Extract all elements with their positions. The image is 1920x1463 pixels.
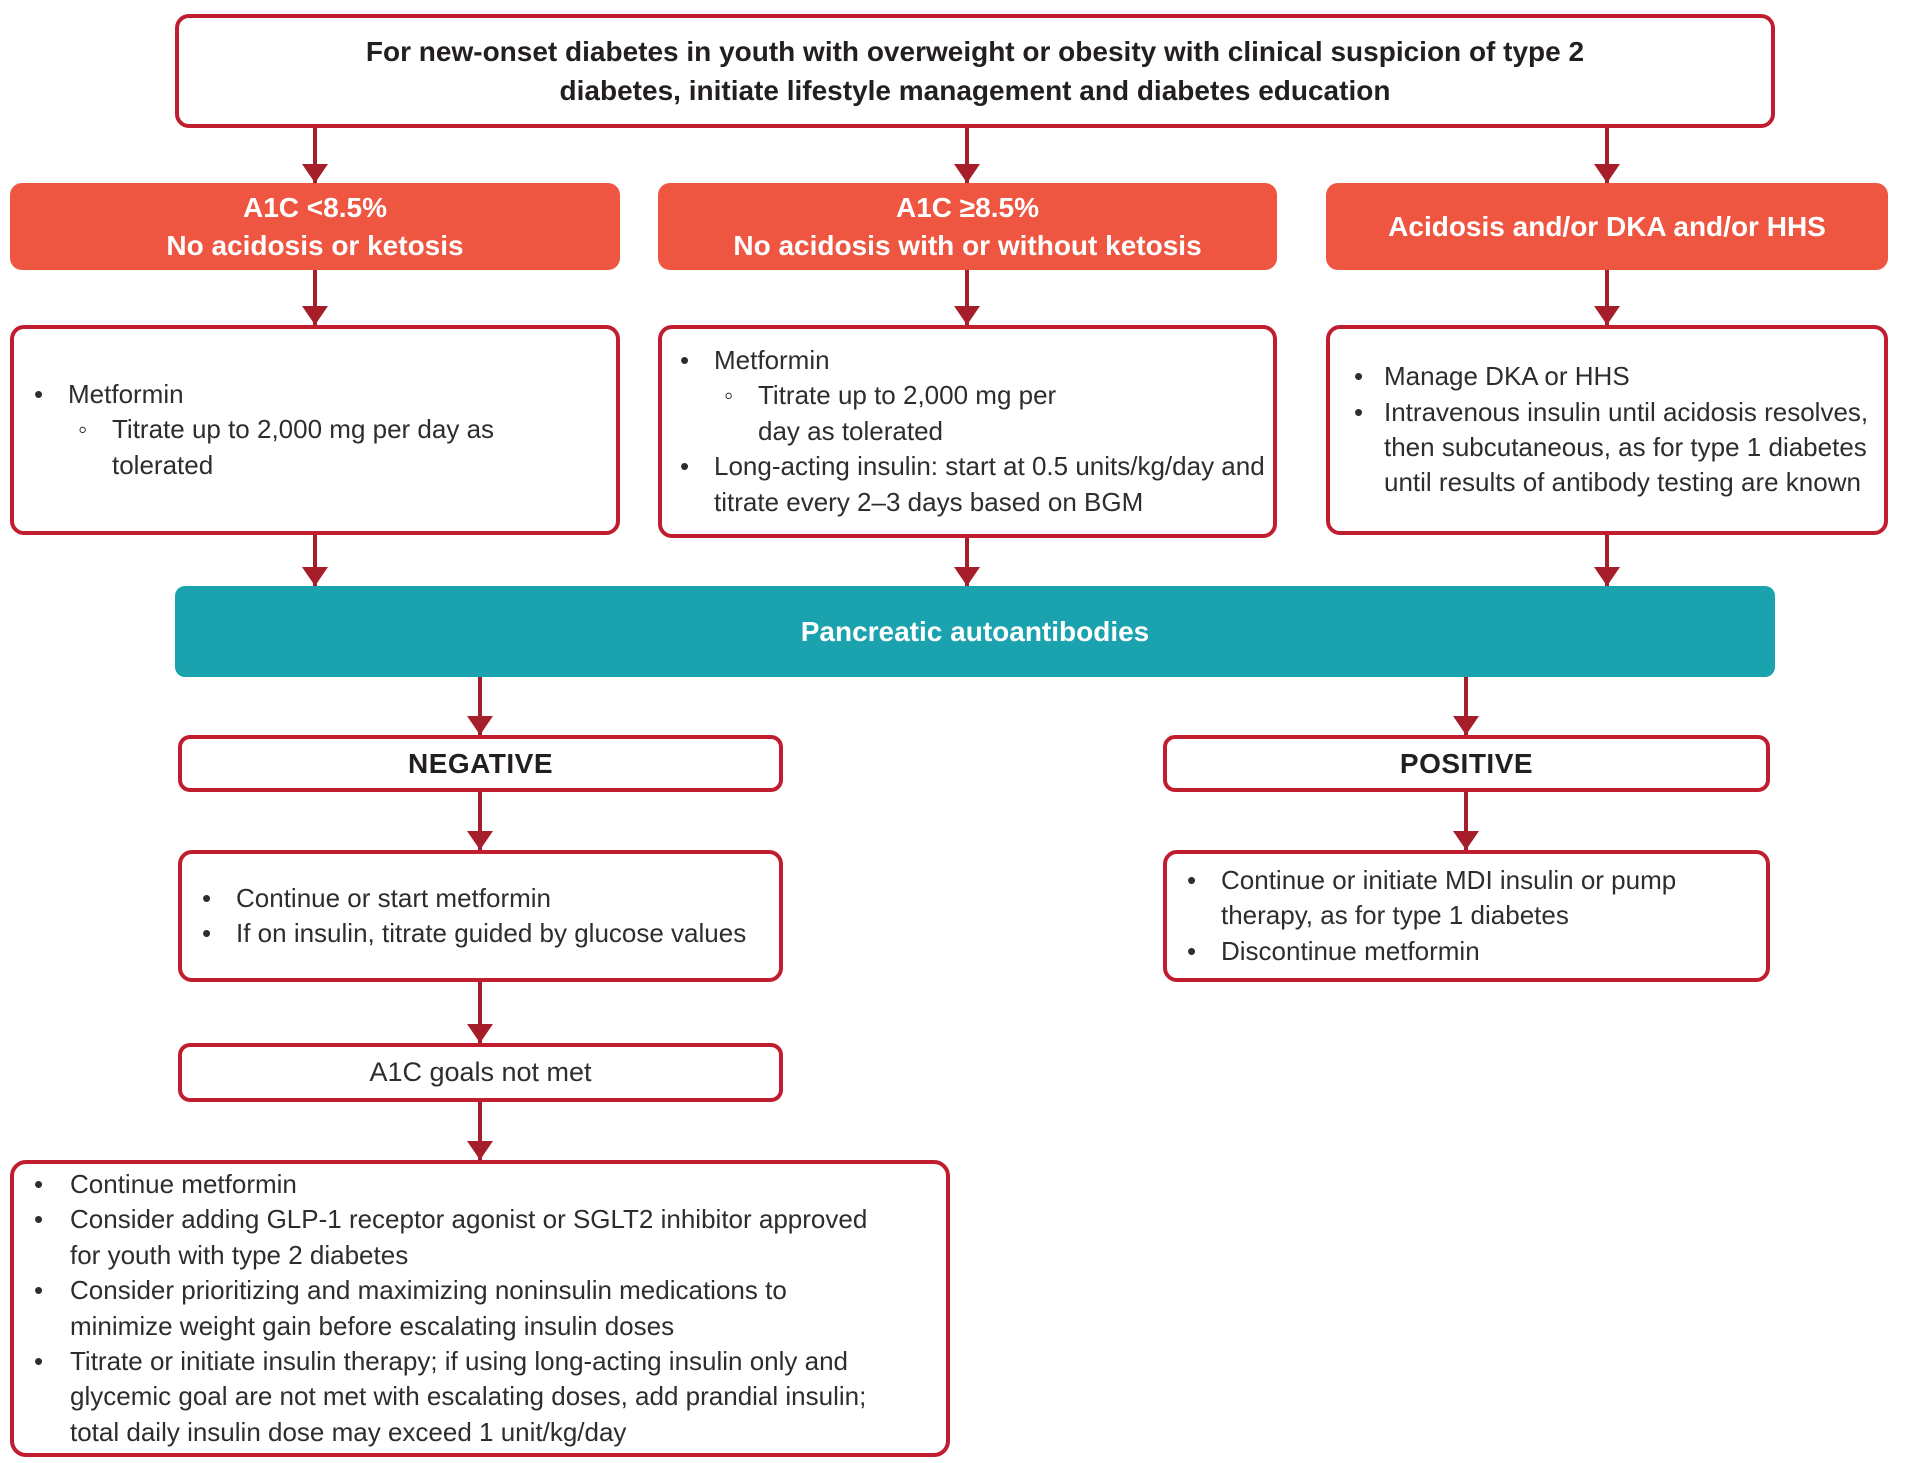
list-subitem-text: Titrate up to 2,000 mg per day as tolera… — [112, 414, 495, 480]
branch-header-line2: No acidosis with or without ketosis — [733, 229, 1202, 261]
bullet-icon: • — [34, 378, 44, 409]
arrow-down-icon — [1605, 535, 1609, 586]
list-subitem-text: Titrate up to 2,000 mg per day as tolera… — [758, 380, 1057, 446]
list-item: • Long-acting insulin: start at 0.5 unit… — [680, 449, 1265, 520]
sub-bullet-icon: ◦ — [78, 414, 88, 445]
branch-header-acidosis: Acidosis and/or DKA and/or HHS — [1326, 183, 1888, 270]
branch-header-line1: A1C ≥8.5% — [896, 191, 1039, 223]
list-item-text: Long-acting insulin: start at 0.5 units/… — [714, 451, 1265, 517]
list-item-text: Metformin — [68, 378, 184, 409]
arrow-down-icon — [965, 128, 969, 183]
sub-bullet-icon: ◦ — [724, 380, 734, 411]
list-item: • Continue metformin — [34, 1167, 896, 1202]
escalation-box: • Continue metformin • Consider adding G… — [10, 1160, 950, 1457]
branch-header-a1c-high: A1C ≥8.5% No acidosis with or without ke… — [658, 183, 1277, 270]
list-subitem: ◦ Titrate up to 2,000 mg per day as tole… — [724, 378, 1265, 449]
branch-header-line1: Acidosis and/or DKA and/or HHS — [1388, 210, 1826, 242]
arrow-down-icon — [1605, 270, 1609, 325]
arrow-down-icon — [478, 1102, 482, 1160]
list-item: • Intravenous insulin until acidosis res… — [1354, 395, 1880, 501]
bullet-icon: • — [34, 1345, 44, 1376]
bullet-icon: • — [202, 882, 212, 913]
arrow-down-icon — [1464, 677, 1468, 735]
arrow-down-icon — [313, 270, 317, 325]
treatment-box-a1c-low: • Metformin ◦ Titrate up to 2,000 mg per… — [10, 325, 620, 535]
list-item-text: Manage DKA or HHS — [1384, 361, 1630, 392]
arrow-down-icon — [478, 792, 482, 850]
start-node: For new-onset diabetes in youth with ove… — [175, 14, 1775, 128]
arrow-down-icon — [965, 270, 969, 325]
bullet-icon: • — [202, 918, 212, 948]
arrow-down-icon — [313, 128, 317, 183]
arrow-down-icon — [965, 538, 969, 586]
list-item-text: Metformin — [714, 345, 830, 376]
list-item: • Consider prioritizing and maximizing n… — [34, 1273, 896, 1344]
bullet-icon: • — [34, 1204, 44, 1235]
bullet-icon: • — [34, 1169, 44, 1200]
branch-header-a1c-low: A1C <8.5% No acidosis or ketosis — [10, 183, 620, 270]
result-positive-box: POSITIVE — [1163, 735, 1770, 792]
list-item: • Continue or start metformin — [202, 881, 765, 916]
list-item: • Titrate or initiate insulin therapy; i… — [34, 1344, 896, 1450]
branch-header-line1: A1C <8.5% — [243, 191, 387, 223]
arrow-down-icon — [1464, 792, 1468, 850]
bullet-icon: • — [1354, 396, 1364, 427]
a1c-goals-not-met-text: A1C goals not met — [369, 1057, 592, 1087]
result-negative-box: NEGATIVE — [178, 735, 783, 792]
antibody-test-bar: Pancreatic autoantibodies — [175, 586, 1775, 677]
bullet-icon: • — [1187, 864, 1197, 895]
list-item-text: Consider adding GLP-1 receptor agonist o… — [70, 1204, 868, 1270]
arrow-down-icon — [313, 535, 317, 586]
bullet-icon: • — [1187, 935, 1197, 966]
result-positive-label: POSITIVE — [1399, 747, 1534, 779]
list-item-text: Discontinue metformin — [1221, 935, 1480, 966]
list-item: • Metformin — [680, 343, 1265, 378]
list-item-text: Consider prioritizing and maximizing non… — [70, 1275, 787, 1341]
result-negative-label: NEGATIVE — [407, 747, 554, 779]
treatment-box-acidosis: • Manage DKA or HHS • Intravenous insuli… — [1326, 325, 1888, 535]
start-node-text: For new-onset diabetes in youth with ove… — [365, 35, 1585, 106]
bullet-icon: • — [680, 451, 690, 482]
list-item-text: Continue metformin — [70, 1169, 297, 1200]
list-item: • Metformin — [34, 377, 602, 412]
bullet-icon: • — [680, 345, 690, 376]
bullet-icon: • — [34, 1275, 44, 1306]
antibody-test-label: Pancreatic autoantibodies — [800, 615, 1150, 647]
list-item-text: Intravenous insulin until acidosis resol… — [1384, 396, 1869, 498]
branch-header-line2: No acidosis or ketosis — [166, 229, 464, 261]
a1c-goals-not-met-box: A1C goals not met — [178, 1043, 783, 1102]
list-item-text: Continue or start metformin — [236, 882, 552, 913]
list-item: • Consider adding GLP-1 receptor agonist… — [34, 1202, 896, 1273]
list-item-text: If on insulin, titrate guided by glucose… — [236, 918, 747, 948]
list-item: • If on insulin, titrate guided by gluco… — [202, 916, 765, 951]
list-item-text: Titrate or initiate insulin therapy; if … — [70, 1345, 867, 1447]
arrow-down-icon — [478, 982, 482, 1043]
negative-actions-box: • Continue or start metformin • If on in… — [178, 850, 783, 982]
arrow-down-icon — [478, 677, 482, 735]
list-item: • Continue or initiate MDI insulin or pu… — [1187, 863, 1752, 934]
arrow-down-icon — [1605, 128, 1609, 183]
treatment-box-a1c-high: • Metformin ◦ Titrate up to 2,000 mg per… — [658, 325, 1277, 538]
list-item: • Discontinue metformin — [1187, 934, 1752, 969]
list-item-text: Continue or initiate MDI insulin or pump… — [1221, 864, 1677, 931]
bullet-icon: • — [1354, 361, 1364, 392]
positive-actions-box: • Continue or initiate MDI insulin or pu… — [1163, 850, 1770, 982]
list-subitem: ◦ Titrate up to 2,000 mg per day as tole… — [78, 412, 602, 483]
list-item: • Manage DKA or HHS — [1354, 359, 1880, 394]
